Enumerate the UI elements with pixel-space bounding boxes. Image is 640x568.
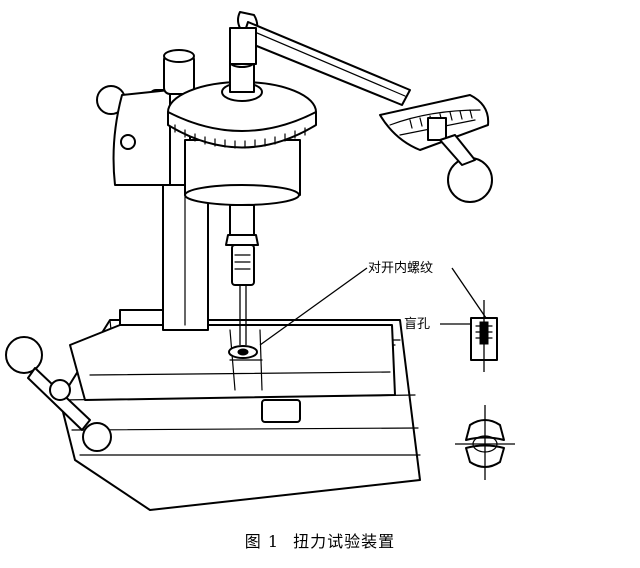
- top-post: [163, 49, 195, 95]
- detail-section-view: [470, 300, 498, 372]
- torque-dial: [379, 94, 493, 203]
- vise-table: [69, 309, 396, 423]
- specimen: [228, 345, 258, 359]
- column-knob: [96, 85, 171, 186]
- label-blind-hole: 盲孔: [404, 316, 430, 332]
- caption-title: 扭力试验装置: [293, 532, 396, 551]
- chuck: [225, 204, 259, 345]
- spindle-housing: [184, 139, 301, 206]
- detail-top-view: [455, 405, 515, 480]
- torque-arm: [229, 11, 411, 106]
- label-thread: 对开内螺纹: [368, 260, 433, 276]
- figure-caption: 图 1 扭力试验装置: [0, 528, 640, 552]
- vise-handle: [5, 336, 112, 452]
- leader-lines: [259, 267, 487, 346]
- caption-number: 图 1: [244, 532, 280, 551]
- gear-disc: [167, 56, 317, 149]
